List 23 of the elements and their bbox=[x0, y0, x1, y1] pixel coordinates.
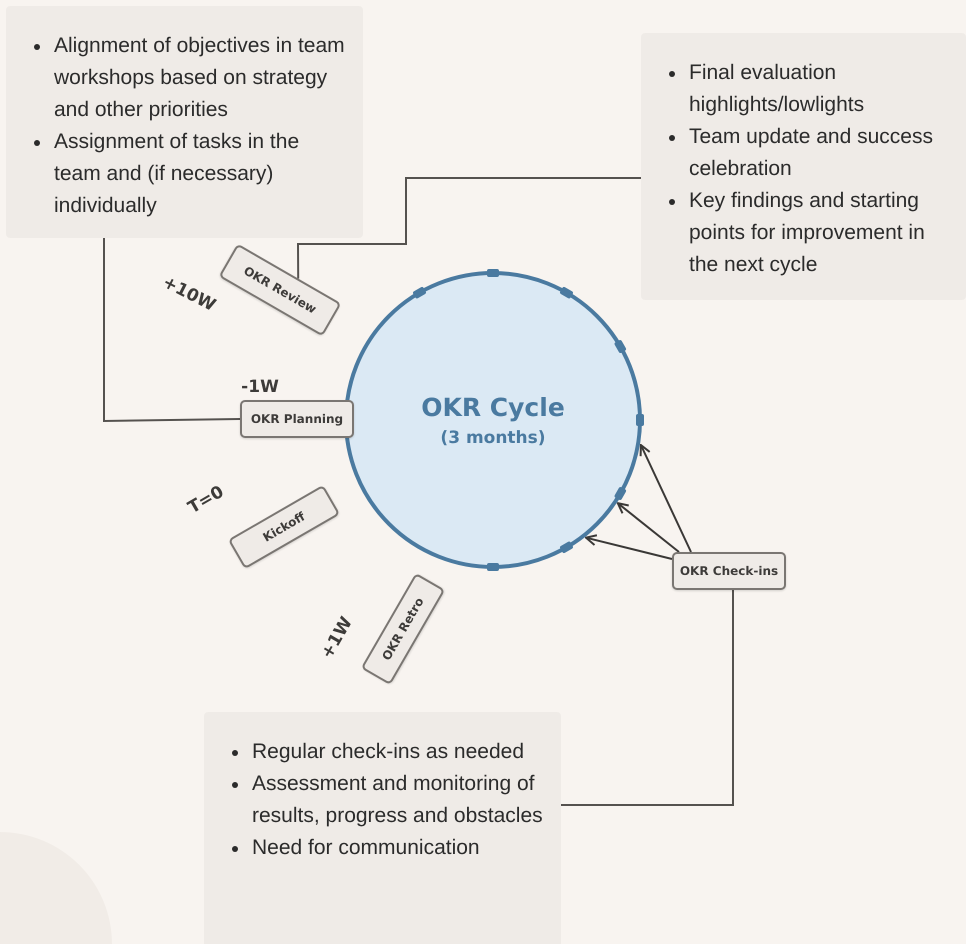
connector-line bbox=[297, 177, 641, 278]
time-label: T=0 bbox=[184, 482, 228, 518]
arrow bbox=[585, 534, 672, 560]
arrow bbox=[640, 444, 692, 552]
bullet-text: Team update and success celebration bbox=[689, 124, 934, 182]
bullet-text: Final evaluation highlights/lowlights bbox=[689, 60, 866, 118]
connector-line bbox=[561, 590, 734, 806]
cycle-title: OKR Cycle bbox=[421, 392, 565, 422]
bullet-text: Assignment of tasks in the team and (if necessary) individually bbox=[54, 129, 300, 219]
bullet-text: Regular check-ins as needed bbox=[252, 739, 524, 765]
note-card bbox=[6, 6, 363, 238]
cycle-duration: (3 months) bbox=[440, 428, 546, 448]
bullet-text: Assessment and monitoring of results, progress and obstacles bbox=[252, 771, 544, 829]
bullet-text: Key findings and starting points for improvement in the next cycle bbox=[689, 188, 926, 278]
note-card bbox=[641, 33, 966, 300]
bullet-text: Need for communication bbox=[252, 835, 480, 861]
connector-line bbox=[103, 238, 240, 422]
arrow bbox=[616, 502, 680, 553]
time-label: -1W bbox=[241, 377, 279, 397]
bullet-text: Alignment of objectives in team workshops based on strategy and other priorities bbox=[54, 33, 345, 123]
phase-box: OKR Check-ins bbox=[672, 552, 786, 590]
note-card bbox=[204, 712, 561, 944]
phase-box: OKR Planning bbox=[240, 400, 354, 438]
